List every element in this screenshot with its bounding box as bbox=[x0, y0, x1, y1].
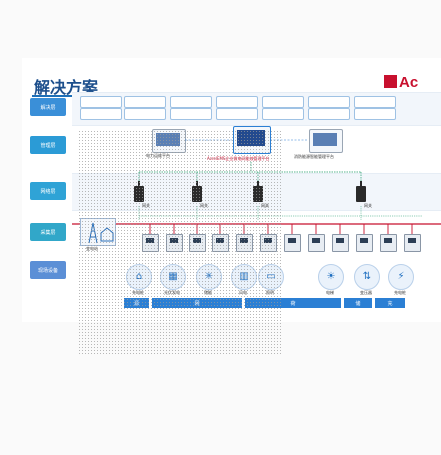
platform-right-label: 消防能源智能管理平台 bbox=[294, 154, 334, 159]
layer-label-field: 现场设备 bbox=[30, 261, 66, 279]
solution-tag bbox=[262, 96, 304, 108]
category-load: 荷 bbox=[245, 298, 341, 308]
solution-tag bbox=[124, 96, 166, 108]
solution-tag bbox=[354, 96, 396, 108]
solution-tag bbox=[80, 108, 122, 120]
solution-tag bbox=[308, 96, 350, 108]
logo-mark-icon bbox=[384, 75, 397, 88]
platform-right bbox=[309, 129, 343, 153]
solution-tag bbox=[354, 108, 396, 120]
layer-label-solution: 解决层 bbox=[30, 98, 66, 116]
meter-device bbox=[404, 234, 421, 252]
solution-tag bbox=[216, 96, 258, 108]
category-charge: 充 bbox=[375, 298, 405, 308]
field-device-icon: ☀ bbox=[326, 271, 336, 282]
meter-device bbox=[284, 234, 301, 252]
meter-device bbox=[332, 234, 349, 252]
field-device-circle: ☀ bbox=[318, 264, 344, 290]
field-device-circle: ⚡ bbox=[388, 264, 414, 290]
solution-tag bbox=[308, 108, 350, 120]
layer-label-management: 管理层 bbox=[30, 136, 66, 154]
layer-label-network: 网络层 bbox=[30, 182, 66, 200]
field-device-label: 充电桩 bbox=[394, 290, 406, 295]
solution-tag bbox=[170, 108, 212, 120]
brand-logo: Ac bbox=[384, 74, 418, 91]
solution-tag bbox=[262, 108, 304, 120]
gateway-4 bbox=[356, 181, 366, 202]
solution-tag bbox=[124, 108, 166, 120]
solution-tag bbox=[80, 96, 122, 108]
field-device-icon: ⚡ bbox=[397, 271, 405, 282]
field-device-label: 电梯 bbox=[326, 290, 334, 295]
meter-device bbox=[308, 234, 325, 252]
solution-tag bbox=[216, 108, 258, 120]
gateway-4-label: 网关 bbox=[364, 203, 372, 208]
dot-pattern-overlay bbox=[78, 130, 281, 355]
field-device-label: 变压器 bbox=[360, 290, 372, 295]
meter-device bbox=[356, 234, 373, 252]
category-storage: 储 bbox=[344, 298, 372, 308]
layer-label-acquisition: 采集层 bbox=[30, 223, 66, 241]
meter-device bbox=[380, 234, 397, 252]
field-device-icon: ⇅ bbox=[362, 271, 372, 282]
field-device-circle: ⇅ bbox=[354, 264, 380, 290]
solution-tag bbox=[170, 96, 212, 108]
